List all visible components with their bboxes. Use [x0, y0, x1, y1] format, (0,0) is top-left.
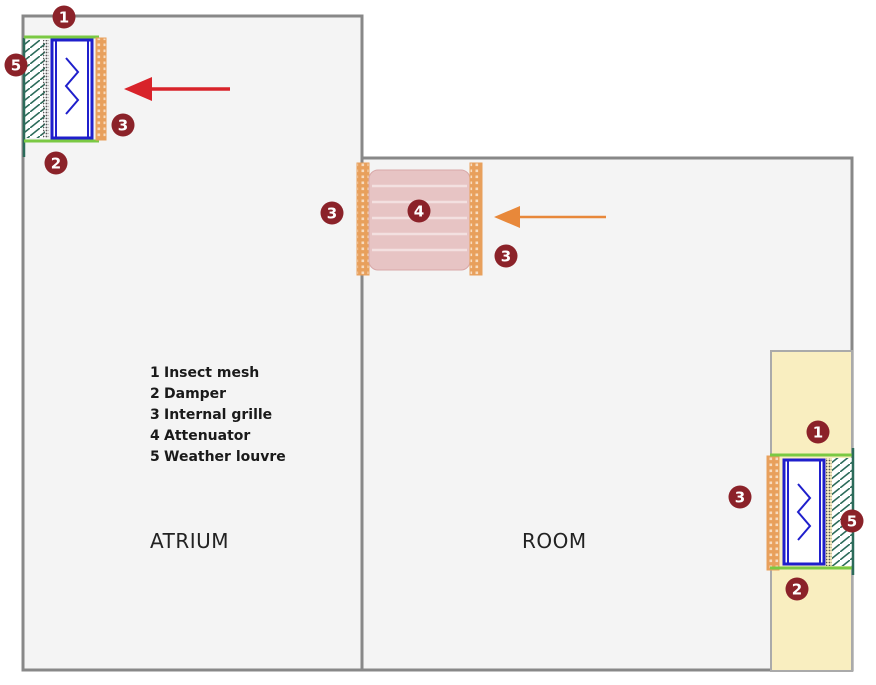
badge-1-atrium: 1 [52, 5, 76, 29]
badge-3-room: 3 [728, 485, 752, 509]
badge-3-attenuator-left: 3 [320, 201, 344, 225]
badge-5-room: 5 [840, 509, 864, 533]
red-airflow-arrow [124, 77, 230, 101]
internal-grille-room [766, 455, 780, 571]
insect-mesh-room [826, 458, 832, 566]
svg-text:2: 2 [51, 155, 61, 173]
svg-text:1: 1 [813, 424, 823, 442]
svg-text:3: 3 [735, 489, 745, 507]
svg-text:4: 4 [414, 203, 424, 221]
damper-atrium [50, 38, 94, 140]
svg-text:5: 5 [11, 57, 21, 75]
room-vent-unit [766, 448, 855, 575]
room-label: ROOM [522, 529, 587, 553]
badge-1-room: 1 [806, 420, 830, 444]
badge-2-atrium: 2 [44, 151, 68, 175]
svg-text:3: 3 [327, 205, 337, 223]
badge-3-atrium: 3 [111, 113, 135, 137]
svg-text:3: 3 [501, 248, 511, 266]
damper-room [782, 458, 826, 566]
atrium-vent-unit [22, 35, 107, 157]
svg-text:3: 3 [118, 117, 128, 135]
orange-airflow-arrow [494, 206, 606, 228]
badge-2-room: 2 [785, 577, 809, 601]
insect-mesh-atrium [43, 40, 49, 138]
internal-grille-attenuator-left [356, 162, 370, 276]
svg-text:1: 1 [59, 9, 69, 27]
internal-grille-atrium [95, 37, 107, 141]
badge-5-atrium: 5 [4, 53, 28, 77]
badge-4-attenuator: 4 [407, 199, 431, 223]
svg-text:5: 5 [847, 513, 857, 531]
atrium-label: ATRIUM [150, 529, 230, 553]
internal-grille-attenuator-right [469, 162, 483, 276]
svg-text:2: 2 [792, 581, 802, 599]
badge-3-attenuator-right: 3 [494, 244, 518, 268]
